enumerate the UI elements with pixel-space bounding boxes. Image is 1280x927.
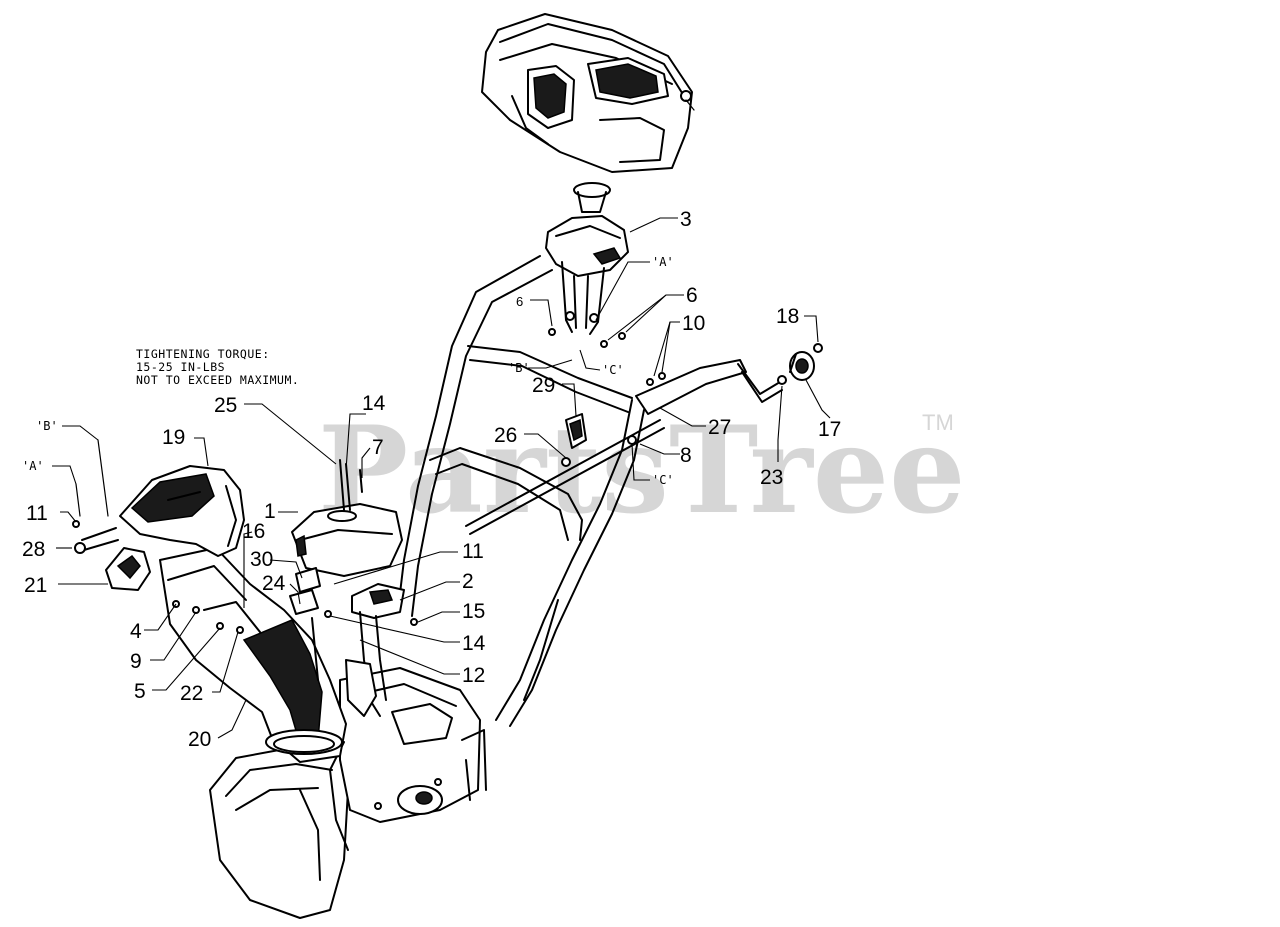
ref-c-mid: 'C' [602,363,624,377]
callout-3: 3 [680,208,692,231]
crank-knob [789,343,823,381]
auger-housing [209,667,487,919]
callout-19: 18 [776,305,799,328]
fasteners-upper [548,328,626,348]
crank-handle [635,359,787,415]
chute-deflector [119,465,245,557]
callout-12: 11 [26,502,48,525]
reference-letters: 'A' 'B' 'C' 'C' 'B' 'A' [22,255,674,487]
callout-10: 10 [682,312,705,335]
callout-numbers: 3 6 6 10 18 29 27 17 26 8 23 25 14 7 19 … [22,208,841,751]
callout-20: 19 [162,426,185,449]
callout-11: 11 [462,540,484,563]
callout-30: 29 [532,374,555,397]
torque-note-line-2: 15-25 IN-LBS [136,360,225,374]
dashboard-panel [481,13,695,173]
callout-28: 27 [708,416,731,439]
ref-a-top: 'A' [652,255,674,269]
chute-pivot-cover [291,459,403,577]
callout-7: 7 [372,436,384,459]
ref-b-left: 'B' [36,419,58,433]
callout-26: 25 [214,394,237,417]
callout-31: 30 [250,548,273,571]
discharge-chute [159,547,347,763]
callout-14: 14 [462,632,486,655]
callout-15: 14 [362,392,386,415]
callout-2: 2 [462,570,474,593]
leader-lines [52,217,831,739]
callout-21: 20 [188,728,211,751]
callout-16: 15 [462,600,485,623]
ref-b-mid: 'B' [508,361,530,375]
callout-8: 8 [680,444,692,467]
torque-note: TIGHTENING TORQUE: 15-25 IN-LBS NOT TO E… [136,347,299,387]
torque-note-line-3: NOT TO EXCEED MAXIMUM. [136,373,299,387]
callout-27: 26 [494,424,517,447]
callout-9: 9 [130,650,142,673]
callout-23: 22 [180,682,203,705]
callout-13: 12 [462,664,485,687]
callout-24: 23 [760,466,783,489]
callout-22: 21 [24,574,47,597]
watermark-trademark: TM [922,410,954,435]
callout-18: 17 [818,418,841,441]
callout-17: 16 [242,520,265,543]
callout-5: 5 [134,680,146,703]
callout-6-left: 6 [516,294,523,309]
callout-6-right: 6 [686,284,698,307]
callout-4: 4 [130,620,142,643]
chute-bracket [289,567,418,717]
chute-control-head [545,182,629,335]
callout-25: 24 [262,572,286,595]
torque-note-line-1: TIGHTENING TORQUE: [136,347,270,361]
callout-1: 1 [264,500,276,523]
deflector-bracket [72,439,151,591]
rod-bracket [561,372,666,467]
ref-c-low: 'C' [652,473,674,487]
ref-a-left: 'A' [22,459,44,473]
callout-29: 28 [22,538,45,561]
